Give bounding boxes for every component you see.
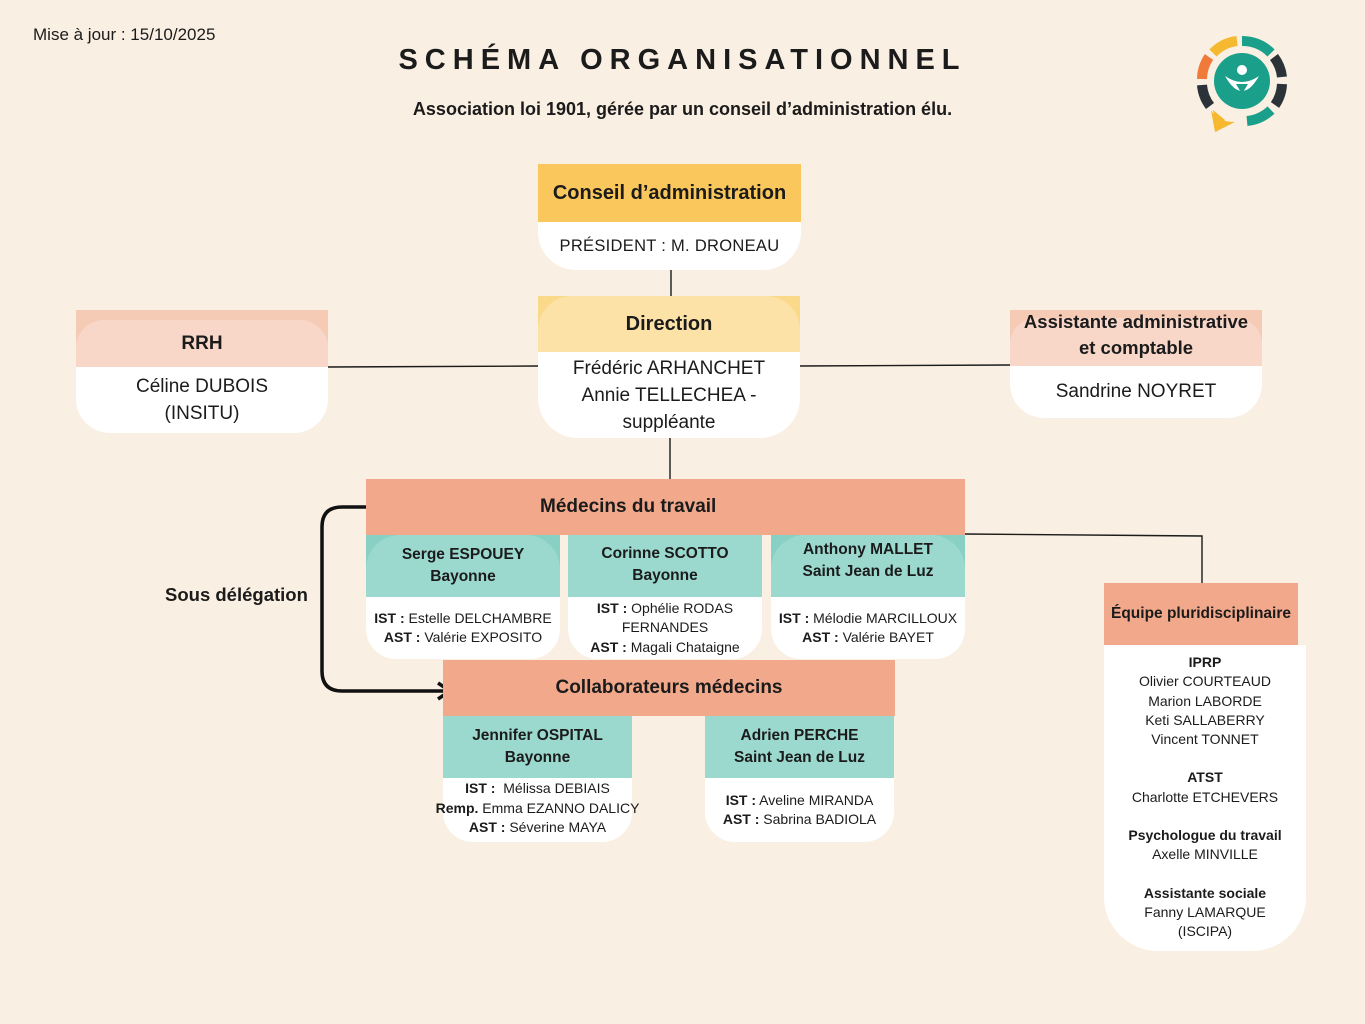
collab1-remp: Emma EZANNO DALICY bbox=[482, 799, 640, 816]
line-direction-assistante bbox=[799, 364, 1011, 367]
collab2-team: IST : Aveline MIRANDA AST : Sabrina BADI… bbox=[705, 778, 894, 842]
equipe-member: Vincent TONNET bbox=[1151, 731, 1259, 748]
rrh-body: Céline DUBOIS (INSITU) bbox=[76, 367, 328, 433]
equipe-group-atst: ATST Charlotte ETCHEVERS bbox=[1132, 768, 1278, 807]
doctor3-ist: Mélodie MARCILLOUX bbox=[813, 609, 958, 626]
doctor1-ast: Valérie EXPOSITO bbox=[424, 629, 543, 645]
rrh-line2: (INSITU) bbox=[164, 403, 240, 424]
doctor1-header: Serge ESPOUEY Bayonne bbox=[366, 535, 560, 597]
sous-delegation-arrow bbox=[320, 505, 446, 693]
doctor2-site: Bayonne bbox=[632, 567, 698, 584]
collab2-ast-label: AST : bbox=[722, 811, 760, 827]
direction-line2: Annie TELLECHEA - bbox=[581, 384, 757, 406]
conseil-president: PRÉSIDENT : M. DRONEAU bbox=[538, 222, 801, 270]
collab1-ist-label: IST : bbox=[465, 780, 496, 796]
organisation-logo-icon bbox=[1197, 35, 1287, 132]
equipe-member: Fanny LAMARQUE bbox=[1144, 903, 1266, 920]
doctor1-team: IST : Estelle DELCHAMBRE AST : Valérie E… bbox=[366, 597, 560, 659]
line-rrh-direction bbox=[327, 365, 539, 368]
doctor3-header: Anthony MALLET Saint Jean de Luz bbox=[771, 535, 965, 597]
doctor3-name: Anthony MALLET bbox=[802, 541, 933, 558]
rrh-title: RRH bbox=[76, 320, 328, 367]
direction-line3: suppléante bbox=[622, 411, 716, 433]
doctor2-ist: Ophélie RODAS bbox=[631, 599, 734, 616]
equipe-member: Keti SALLABERRY bbox=[1145, 711, 1265, 728]
doctor1-ist: Estelle DELCHAMBRE bbox=[408, 609, 552, 626]
doctor2-ast-label: AST : bbox=[590, 638, 627, 655]
equipe-group-assistante-sociale: Assistante sociale Fanny LAMARQUE (ISCIP… bbox=[1144, 884, 1266, 942]
doctor2-ist2: FERNANDES bbox=[621, 619, 709, 636]
collab2-header: Adrien PERCHE Saint Jean de Luz bbox=[705, 716, 894, 778]
equipe-role: Assistante sociale bbox=[1143, 884, 1267, 901]
collab1-name: Jennifer OSPITAL bbox=[472, 727, 603, 744]
doctor3-ast-label: AST : bbox=[802, 629, 839, 645]
collab1-site: Bayonne bbox=[504, 749, 571, 766]
equipe-member: Marion LABORDE bbox=[1148, 692, 1262, 709]
collab2-ist: Aveline MIRANDA bbox=[759, 791, 874, 808]
equipe-role: IPRP bbox=[1188, 654, 1222, 670]
doctor1-name: Serge ESPOUEY bbox=[401, 546, 525, 563]
direction-line1: Frédéric ARHANCHET bbox=[572, 357, 766, 379]
doctor2-ast: Magali Chataigne bbox=[630, 638, 740, 655]
equipe-member: (ISCIPA) bbox=[1177, 923, 1233, 940]
equipe-member: Charlotte ETCHEVERS bbox=[1131, 788, 1279, 805]
collab2-ist-label: IST : bbox=[725, 791, 757, 808]
assistante-title-line2: et comptable bbox=[1078, 337, 1194, 358]
line-medecins-equipe bbox=[964, 533, 1203, 583]
assistante-title: Assistante administrative et comptable bbox=[1010, 311, 1262, 366]
sous-delegation-label: Sous délégation bbox=[165, 584, 308, 605]
collab2-ast: Sabrina BADIOLA bbox=[763, 811, 877, 827]
doctor1-ast-label: AST : bbox=[383, 629, 421, 645]
equipe-member: Axelle MINVILLE bbox=[1152, 846, 1258, 863]
update-date: Mise à jour : 15/10/2025 bbox=[33, 25, 216, 44]
collaborateurs-title: Collaborateurs médecins bbox=[443, 660, 895, 716]
equipe-body: IPRP Olivier COURTEAUD Marion LABORDE Ke… bbox=[1104, 645, 1306, 951]
doctor3-site: Saint Jean de Luz bbox=[802, 563, 934, 580]
collab1-ast-label: AST : bbox=[468, 819, 506, 835]
doctor1-site: Bayonne bbox=[430, 568, 496, 585]
doctor2-team: IST : Ophélie RODAS FERNANDES AST : Maga… bbox=[568, 597, 762, 659]
assistante-name: Sandrine NOYRET bbox=[1010, 366, 1262, 418]
collab1-header: Jennifer OSPITAL Bayonne bbox=[443, 716, 632, 778]
doctor3-ist-label: IST : bbox=[778, 609, 810, 626]
doctor2-ist-label: IST : bbox=[596, 599, 628, 616]
collab1-remp-label: Remp. bbox=[435, 799, 479, 816]
collab2-site: Saint Jean de Luz bbox=[734, 749, 865, 766]
collab1-ast: Séverine MAYA bbox=[509, 819, 607, 835]
equipe-role: Psychologue du travail bbox=[1128, 827, 1282, 844]
collab2-name: Adrien PERCHE bbox=[740, 727, 859, 744]
medecins-title: Médecins du travail bbox=[366, 479, 965, 535]
doctor1-ist-label: IST : bbox=[374, 609, 405, 626]
page-title: SCHÉMA ORGANISATIONNEL bbox=[398, 44, 967, 76]
doctor3-ast: Valérie BAYET bbox=[842, 629, 934, 645]
doctor2-name: Corinne SCOTTO bbox=[601, 545, 729, 562]
assistante-title-line1: Assistante administrative bbox=[1023, 311, 1249, 332]
page-subtitle: Association loi 1901, gérée par un conse… bbox=[412, 99, 953, 119]
direction-body: Frédéric ARHANCHET Annie TELLECHEA - sup… bbox=[538, 352, 800, 438]
equipe-group-iprp: IPRP Olivier COURTEAUD Marion LABORDE Ke… bbox=[1139, 653, 1271, 749]
collab1-ist: Mélissa DEBIAIS bbox=[503, 780, 610, 796]
doctor3-team: IST : Mélodie MARCILLOUX AST : Valérie B… bbox=[771, 597, 965, 659]
equipe-role: ATST bbox=[1187, 769, 1223, 786]
doctor2-header: Corinne SCOTTO Bayonne bbox=[568, 535, 762, 597]
direction-title: Direction bbox=[538, 296, 800, 352]
equipe-title: Équipe pluridisciplinaire bbox=[1104, 583, 1298, 645]
equipe-group-psychologue: Psychologue du travail Axelle MINVILLE bbox=[1128, 826, 1281, 865]
collab1-team: IST : Mélissa DEBIAIS Remp. Emma EZANNO … bbox=[436, 778, 639, 842]
conseil-title: Conseil d’administration bbox=[538, 164, 801, 222]
rrh-line1: Céline DUBOIS bbox=[136, 376, 268, 397]
equipe-member: Olivier COURTEAUD bbox=[1139, 673, 1271, 690]
